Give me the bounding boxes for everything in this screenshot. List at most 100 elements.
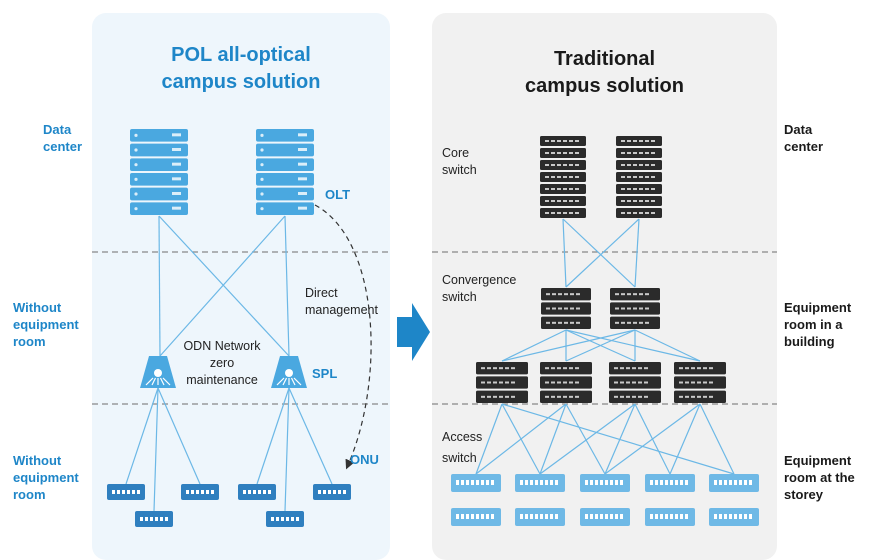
rack-dot <box>260 177 264 181</box>
rack-dot <box>260 163 264 167</box>
link-line <box>669 403 701 475</box>
rack-port <box>563 367 567 370</box>
rack-port <box>691 381 695 384</box>
traditional-panel <box>432 13 777 560</box>
switch-port <box>615 480 618 485</box>
onu-body <box>313 484 351 500</box>
switch-port <box>491 480 494 485</box>
switch-port <box>680 514 683 519</box>
rack-port <box>633 152 637 154</box>
rack-unit <box>256 129 314 142</box>
devices <box>107 129 759 527</box>
rack-port <box>627 212 631 214</box>
rack-port <box>627 200 631 202</box>
rack-port <box>564 293 568 296</box>
access-switch-icon <box>580 474 630 492</box>
rack-port <box>679 395 683 398</box>
link-line <box>501 329 567 362</box>
switch-port <box>660 480 663 485</box>
link-line <box>565 218 640 288</box>
switch-port <box>655 514 658 519</box>
rack-led <box>298 148 307 151</box>
link-line <box>501 403 735 475</box>
switch-port <box>550 514 553 519</box>
rack-port <box>639 176 643 178</box>
rack-unit <box>256 158 314 171</box>
rack-port <box>639 321 643 324</box>
rack-unit <box>130 187 188 201</box>
rack-port <box>493 381 497 384</box>
switch-port <box>535 514 538 519</box>
rack-unit <box>130 129 188 142</box>
access-switch-icon <box>451 508 501 526</box>
switch-port <box>675 514 678 519</box>
rack-port <box>545 200 549 202</box>
rack-port <box>697 381 701 384</box>
onu-port <box>263 490 266 494</box>
rack-port <box>569 212 573 214</box>
rack-port <box>551 152 555 154</box>
rack-port <box>645 200 649 202</box>
rack-port <box>545 381 549 384</box>
onu-port <box>328 490 331 494</box>
rack-port <box>505 367 509 370</box>
rack-port <box>697 395 701 398</box>
rack-port <box>546 293 550 296</box>
link-line <box>565 329 701 362</box>
link-line <box>256 387 290 485</box>
onu-port <box>122 490 125 494</box>
switch-port <box>650 514 653 519</box>
rack-port <box>569 188 573 190</box>
aggregation-switch-icon <box>674 362 726 403</box>
olt-rack-icon <box>256 129 314 215</box>
left-label-middle: Without equipment room <box>13 300 79 349</box>
switch-port <box>615 514 618 519</box>
splitter-icon <box>271 356 307 388</box>
rack-port <box>563 164 567 166</box>
onu-port <box>201 490 204 494</box>
switch-port <box>739 514 742 519</box>
rack-port <box>557 164 561 166</box>
splitter-ray <box>145 377 154 386</box>
rack-port <box>639 200 643 202</box>
switch-port <box>685 514 688 519</box>
link-line <box>475 403 503 475</box>
rack-port <box>576 307 580 310</box>
switch-port <box>739 480 742 485</box>
rack-port <box>545 152 549 154</box>
rack-port <box>685 395 689 398</box>
switch-port <box>530 514 533 519</box>
switch-port <box>540 480 543 485</box>
switch-port <box>610 480 613 485</box>
rack-port <box>645 321 649 324</box>
rack-port <box>633 200 637 202</box>
onu-port <box>211 490 214 494</box>
pol-title-line1: POL all-optical <box>171 44 311 66</box>
switch-port <box>545 480 548 485</box>
rack-port <box>545 395 549 398</box>
rack-port <box>633 212 637 214</box>
rack-port <box>511 381 515 384</box>
rack-port <box>563 212 567 214</box>
onu-port <box>253 490 256 494</box>
onu-port <box>271 517 274 521</box>
onu-body <box>181 484 219 500</box>
rack-port <box>614 395 618 398</box>
onu-port <box>155 517 158 521</box>
switch-port <box>595 480 598 485</box>
rack-port <box>551 381 555 384</box>
switch-port <box>719 480 722 485</box>
rack-port <box>551 200 555 202</box>
rack-led <box>172 206 181 210</box>
link-line <box>562 218 567 288</box>
rack-port <box>632 381 636 384</box>
link-line <box>475 403 567 475</box>
rack-port <box>499 367 503 370</box>
rack-port <box>639 307 643 310</box>
rack-port <box>557 140 561 142</box>
rack-unit <box>130 202 188 215</box>
onu-body <box>107 484 145 500</box>
switch-port <box>466 514 469 519</box>
rack-port <box>563 152 567 154</box>
